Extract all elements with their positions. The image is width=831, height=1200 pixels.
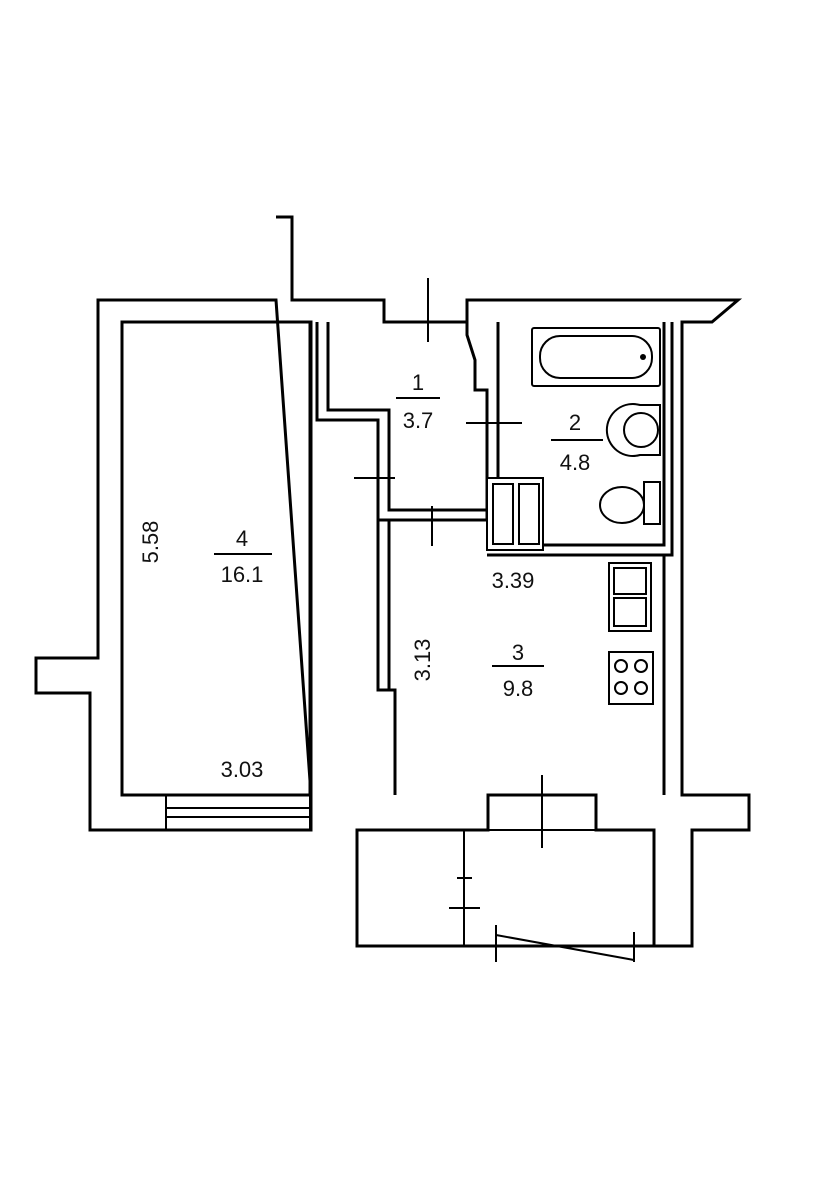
balcony-outline [355,830,654,948]
room-4-area: 16.1 [221,562,264,587]
door-markers [354,278,543,909]
room-3 [376,530,666,795]
room-2-outline [465,322,674,557]
toilet-tank-icon [643,481,661,525]
windows [165,794,597,831]
sink-basin-icon [623,412,659,448]
room-1-outline [315,322,487,522]
kitchen-cabinet-upper-icon [613,567,647,595]
room-1-south-wall [376,520,391,690]
room-3-number: 3 [512,640,524,665]
room-4-width-dimension: 3.03 [221,757,264,782]
stove-burner-icon [634,659,648,673]
window-room-4 [165,794,311,831]
room-3-width-dimension: 3.39 [492,568,535,593]
bathtub-basin-icon [539,335,653,379]
room-4-number: 4 [236,526,248,551]
room-labels: 1 3.7 2 4.8 3 9.8 4 16.1 [214,370,603,701]
room-2-number: 2 [569,410,581,435]
washing-machine-door-icon [518,483,540,545]
room-2-area: 4.8 [560,450,591,475]
room-3-height-dimension: 3.13 [410,639,435,682]
room-4-height-dimension: 5.58 [138,521,163,564]
balcony-rail-line [495,934,635,961]
room-1-number: 1 [412,370,424,395]
room-3-area: 9.8 [503,676,534,701]
balcony [355,830,654,962]
stove-burner-icon [614,681,628,695]
dimension-labels: 5.58 3.03 3.39 3.13 [138,521,534,782]
stove-burner-icon [634,681,648,695]
washing-machine-panel-icon [492,483,514,545]
room-1 [315,322,487,690]
kitchen-cabinet-lower-icon [613,597,647,627]
bathtub-drain-icon [640,354,646,360]
stove-burner-icon [614,659,628,673]
room-2 [465,322,674,557]
room-3-outline [376,530,666,795]
toilet-icon [598,486,646,524]
stove-icon [608,651,654,705]
room-1-area: 3.7 [403,408,434,433]
